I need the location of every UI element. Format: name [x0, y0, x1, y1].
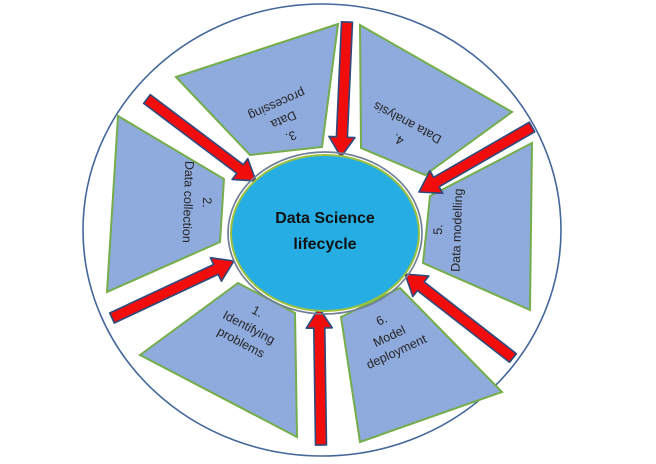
- segment-data-analysis: 4. Data analysis: [358, 23, 514, 177]
- segment-data-processing: 3. Data processing: [174, 22, 340, 157]
- segment-identifying-problems: 1. Identifying problems: [138, 281, 299, 439]
- segment-label-line: Data modelling: [449, 188, 466, 272]
- arrows-layer: [108, 20, 536, 446]
- center-circle-outer-ring: [227, 151, 423, 315]
- segment-shape-data-analysis: [358, 23, 514, 177]
- segment-number: 3.: [283, 128, 298, 145]
- segment-data-modelling: 5. Data modelling: [421, 141, 534, 312]
- arrow-bottom-icon: [305, 307, 334, 446]
- segment-shape-data-processing: [174, 22, 340, 157]
- arrow-top-icon: [328, 20, 356, 158]
- segment-shape-data-modelling: [421, 141, 534, 312]
- segment-shape-model-deployment: [339, 286, 504, 444]
- arrow-top-right-icon: [418, 121, 536, 195]
- arrow-bottom-left-icon: [108, 256, 235, 324]
- center-title-line1: Data Science: [275, 210, 375, 227]
- segment-shape-data-collection: [105, 114, 226, 294]
- segment-number: 5.: [431, 224, 445, 235]
- segment-data-collection: 2. Data collection: [105, 114, 226, 294]
- segment-number: 2.: [200, 197, 214, 208]
- arrow-bottom-right-icon: [404, 273, 518, 364]
- segment-shape-identifying-problems: [138, 281, 299, 439]
- center-title-line2: lifecycle: [293, 236, 356, 253]
- arrow-top-left-icon: [142, 93, 257, 182]
- segment-label-line: Data collection: [180, 161, 197, 243]
- segment-model-deployment: 6. Model deployment: [339, 286, 504, 444]
- center-circle: Data Science lifecycle: [227, 151, 423, 315]
- center-circle-shape: [230, 154, 420, 312]
